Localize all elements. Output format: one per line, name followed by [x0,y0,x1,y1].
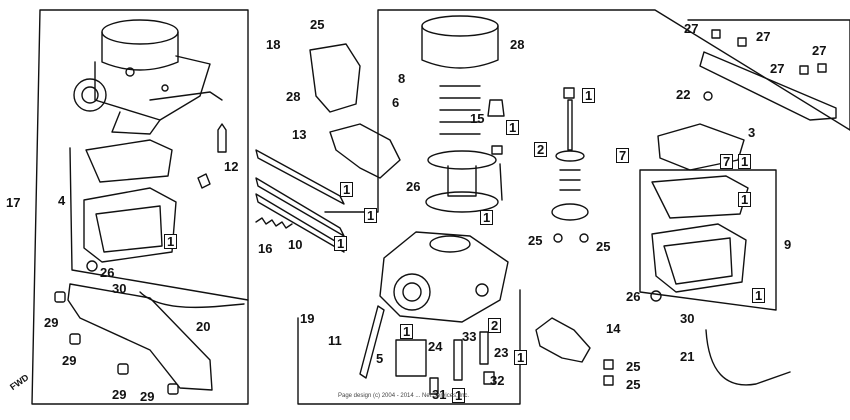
callout-18: 18 [266,37,281,52]
callout-26b: 26 [406,179,421,194]
carburetor-body-center [379,231,509,323]
callout-1g: 1 [582,88,596,103]
callout-21: 21 [680,349,695,364]
callout-1d: 1 [334,236,348,251]
callout-17: 17 [6,195,21,210]
center-assembly-frame [324,9,850,213]
callout-1b: 1 [340,182,354,197]
callout-33: 33 [462,329,477,344]
fuel-tube-21 [705,329,791,386]
jet-block-5 [395,339,427,377]
callout-1c: 1 [364,208,378,223]
callout-11: 11 [328,333,342,348]
center-lower-frame [297,289,521,405]
screws-12 [197,123,227,189]
callout-4: 4 [58,193,66,208]
callout-28a: 28 [286,89,301,104]
callout-29d: 29 [140,389,155,404]
right-subgroup-frame [639,169,777,311]
callout-25a: 25 [310,17,325,32]
spring-16 [255,217,293,229]
callout-2b: 2 [488,318,502,333]
screw-22 [703,91,713,101]
needle [499,163,503,201]
vacuum-chamber-8 [421,15,499,69]
callout-1l: 1 [514,350,528,365]
fuel-tube-20 [139,291,245,309]
callout-24: 24 [428,339,443,354]
float-bowl-left [83,187,177,263]
screw-26-right [650,290,662,302]
callout-26c: 26 [626,289,641,304]
callout-23: 23 [494,345,509,360]
callout-28b: 28 [510,37,525,52]
jet-holder [487,99,505,155]
callout-12: 12 [224,159,239,174]
callout-1f: 1 [480,210,494,225]
diaphragm-piston [425,150,499,213]
callout-29b: 29 [62,353,77,368]
callout-5: 5 [376,351,384,366]
mounting-bracket-left [67,283,213,391]
callout-3: 3 [748,125,756,140]
callout-8: 8 [398,71,406,86]
callout-27b: 27 [756,29,771,44]
callout-29c: 29 [112,387,127,402]
linkage-14 [535,317,591,363]
rail-27 [699,51,837,121]
choke-rod-11 [359,305,385,379]
callout-9: 9 [784,237,792,252]
jets-lower [429,331,495,395]
callout-1e: 1 [506,120,520,135]
spring-15 [439,85,481,135]
callout-27d: 27 [770,61,785,76]
callout-15: 15 [470,111,485,126]
carburetor-top-left [73,19,223,135]
float-bowl-right [651,223,747,293]
callout-27a: 27 [684,21,699,36]
callout-14: 14 [606,321,621,336]
callout-29a: 29 [44,315,59,330]
screws-29 [54,291,179,395]
callout-1h: 1 [738,154,752,169]
callout-22: 22 [676,87,691,102]
throttle-linkage-6 [329,123,401,179]
callout-26a: 26 [100,265,115,280]
float-bowl-screw-left [86,260,98,272]
rail-frame [687,19,850,131]
left-subgroup-frame [69,147,249,301]
callout-1j: 1 [752,288,766,303]
callout-32: 32 [490,373,505,388]
screws-25-lower [603,359,614,386]
callout-13: 13 [292,127,307,142]
callout-1i: 1 [738,192,752,207]
callout-19: 19 [300,311,315,326]
callout-25b: 25 [528,233,543,248]
callout-1a: 1 [164,234,178,249]
bracket-top-center [309,43,361,113]
callout-25e: 25 [626,377,641,392]
callout-7a: 7 [616,148,630,163]
copyright-text: Page design (c) 2004 - 2014 ... Net Serv… [338,393,470,399]
callout-30b: 30 [680,311,695,326]
callout-25d: 25 [626,359,641,374]
callout-7b: 7 [720,154,734,169]
callout-10: 10 [288,237,303,252]
callout-1k: 1 [400,324,414,339]
callout-30a: 30 [112,281,127,296]
callout-6: 6 [392,95,400,110]
callout-20: 20 [196,319,211,334]
callout-2a: 2 [534,142,548,157]
float-gasket-left [85,139,173,183]
callout-31: 31 [432,387,447,402]
left-assembly-frame [31,9,249,405]
callout-16: 16 [258,241,273,256]
air-cut-valve-7 [551,87,589,243]
callout-27c: 27 [812,43,827,58]
screws-27 [711,29,827,75]
callout-25c: 25 [596,239,611,254]
callout-1m: 1 [452,388,466,403]
